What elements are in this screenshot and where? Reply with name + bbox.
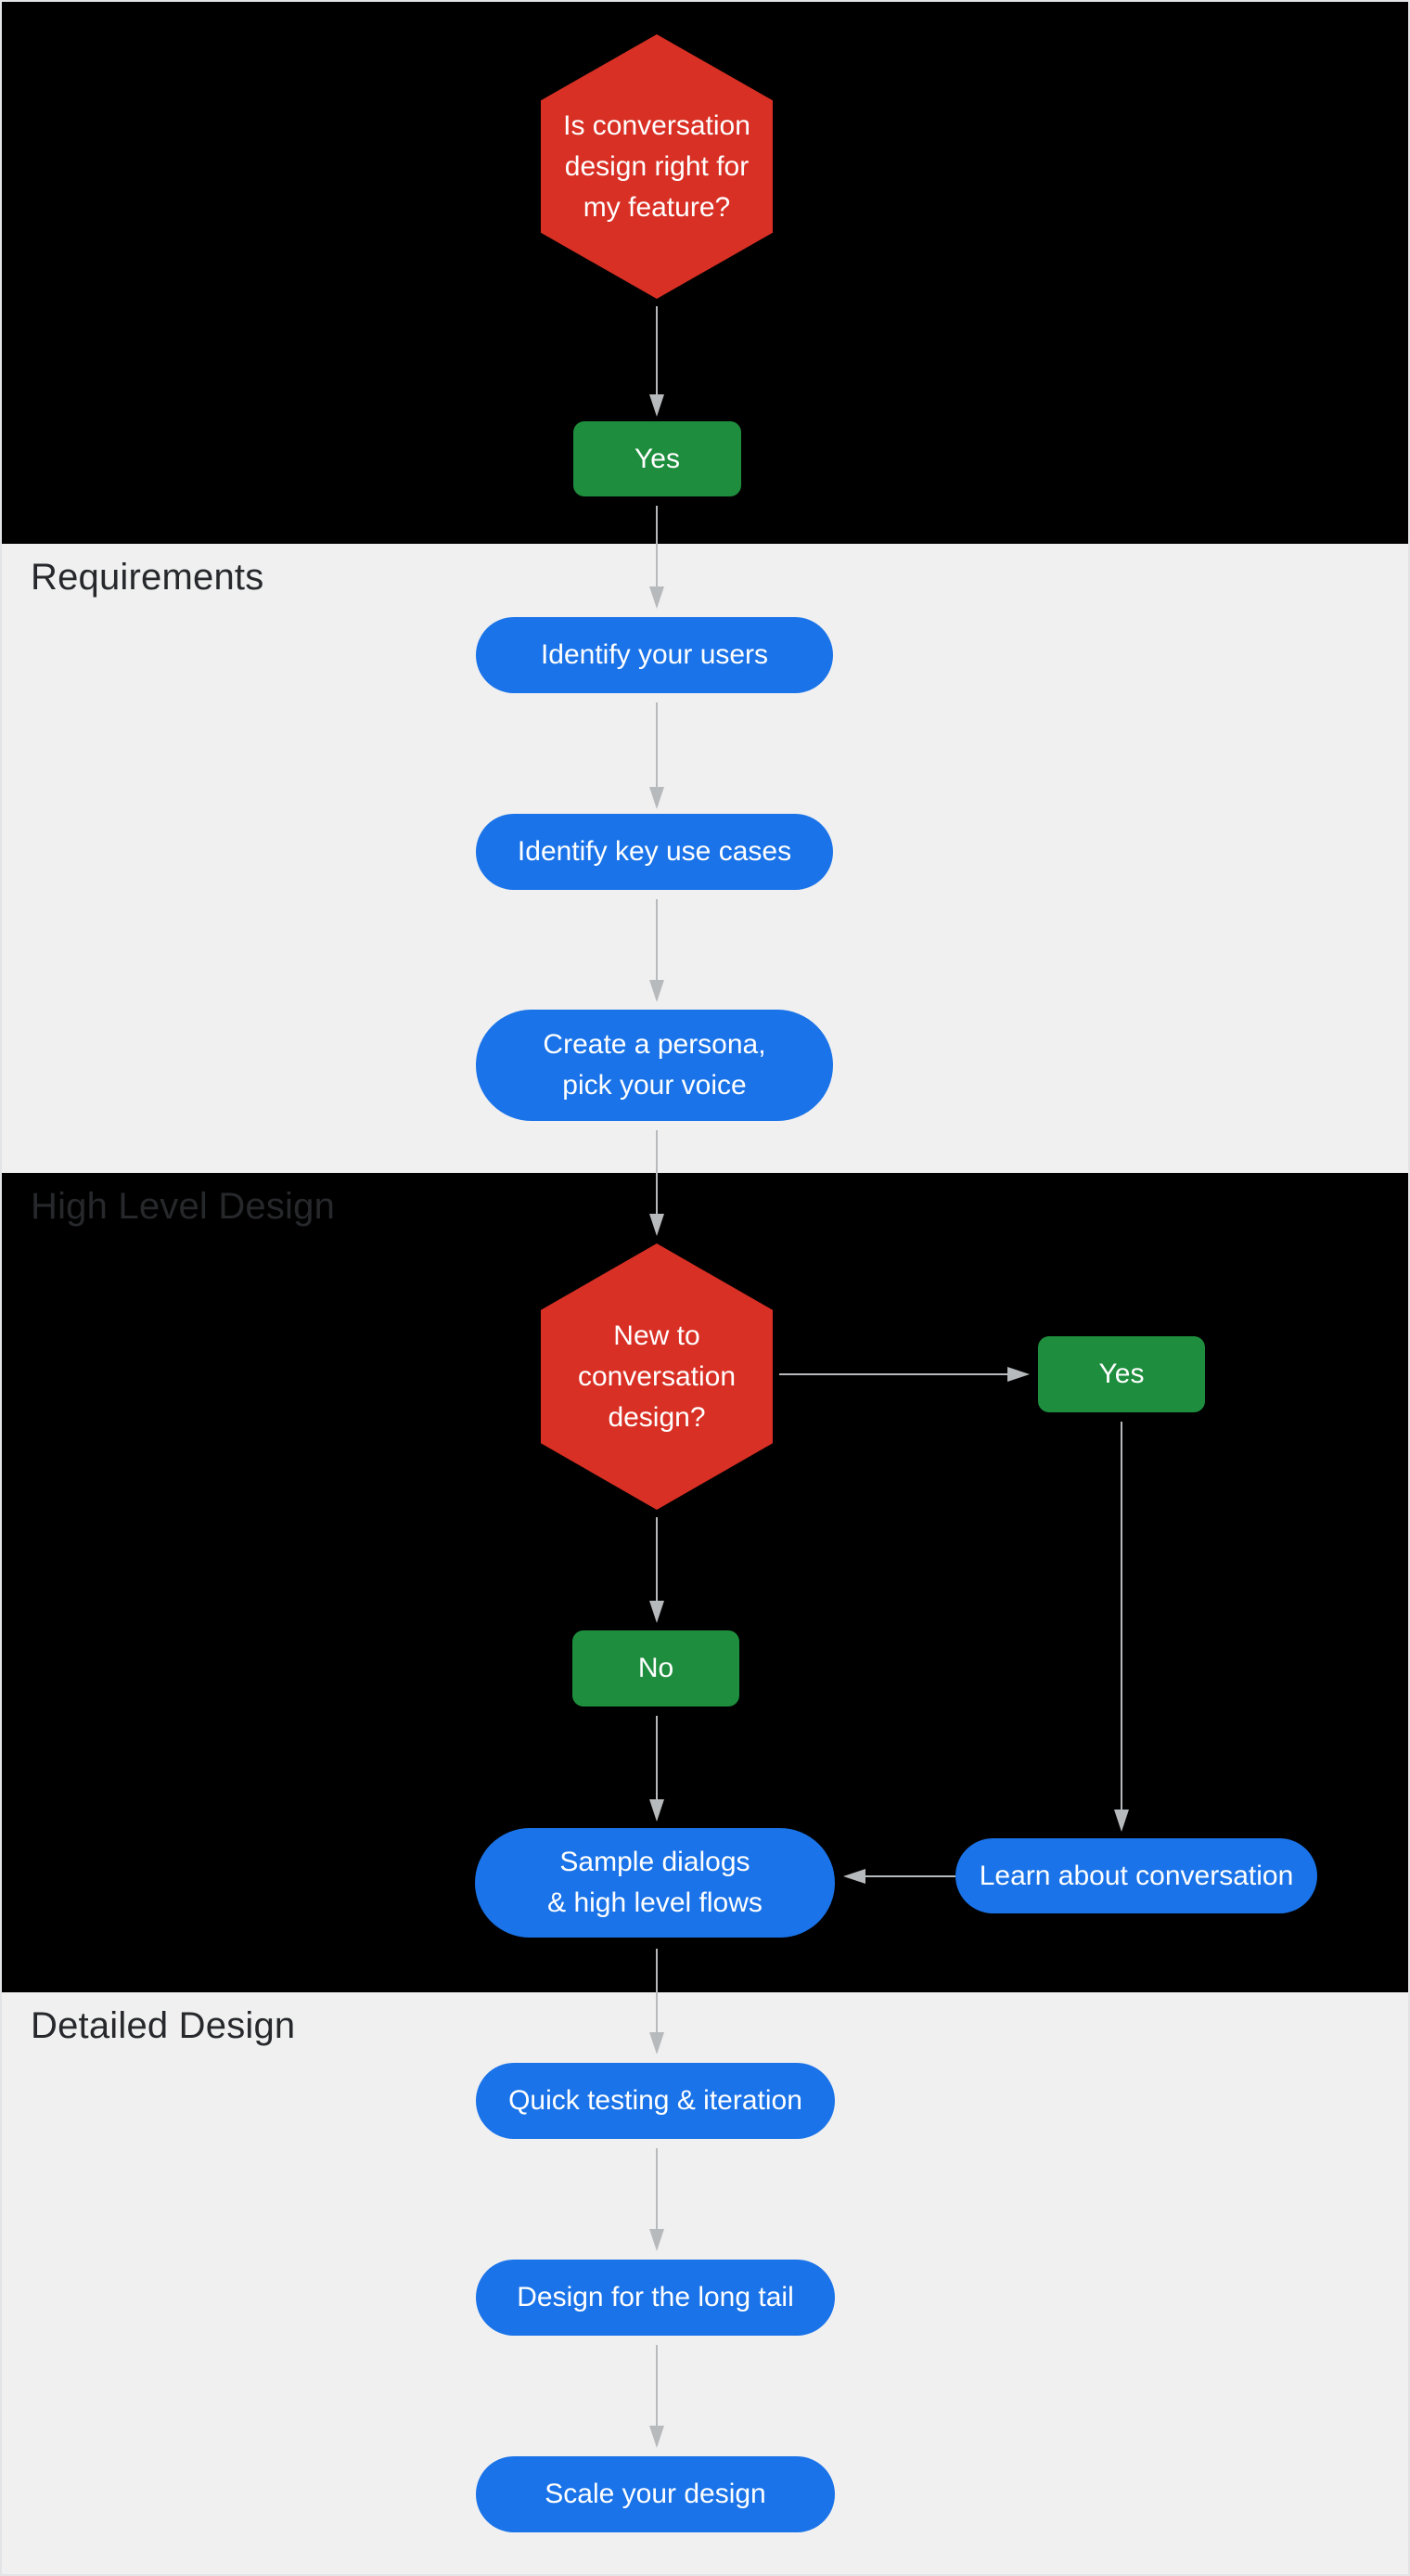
arrowhead-down-icon xyxy=(649,1601,664,1623)
connector-use-cases-to-persona xyxy=(656,899,658,981)
step-node-identify-users: Identify your users xyxy=(476,617,833,693)
step-node-identify-key-use-cases: Identify key use cases xyxy=(476,814,833,890)
arrowhead-down-icon xyxy=(649,394,664,417)
connector-no-to-sample-dialogs xyxy=(656,1716,658,1801)
arrowhead-down-icon xyxy=(649,980,664,1002)
answer-node-label: Yes xyxy=(1098,1359,1145,1389)
answer-node-label: Yes xyxy=(634,443,680,474)
arrowhead-left-icon xyxy=(843,1869,865,1884)
step-node-design-long-tail: Design for the long tail xyxy=(476,2260,835,2336)
connector-identify-users-to-use-cases xyxy=(656,702,658,788)
decision-node-label: New to conversation design? xyxy=(577,1320,737,1433)
connector-learn-to-sample-dialogs xyxy=(864,1875,955,1877)
answer-node-yes-feature: Yes xyxy=(573,421,741,496)
arrowhead-down-icon xyxy=(649,1799,664,1822)
connector-sample-dialogs-to-quick-testing xyxy=(656,1949,658,2033)
connector-long-tail-to-scale xyxy=(656,2345,658,2427)
connector-yes-to-learn xyxy=(1121,1422,1122,1810)
arrowhead-down-icon xyxy=(649,787,664,809)
arrowhead-right-icon xyxy=(1007,1367,1030,1382)
step-node-create-persona: Create a persona, pick your voice xyxy=(476,1010,833,1121)
connector-yes-to-identify-users xyxy=(656,506,658,587)
step-node-learn-about-conversation: Learn about conversation xyxy=(955,1838,1317,1913)
step-node-label: Learn about conversation xyxy=(979,1860,1294,1891)
decision-node-new-to-conversation-design: New to conversation design? xyxy=(541,1243,773,1510)
answer-node-yes-new: Yes xyxy=(1038,1336,1205,1412)
decision-node-conversation-design-fit: Is conversation design right for my feat… xyxy=(541,34,773,299)
answer-node-label: No xyxy=(637,1653,674,1683)
step-node-label: Identify key use cases xyxy=(517,836,792,867)
step-node-label: Scale your design xyxy=(545,2479,766,2509)
arrowhead-down-icon xyxy=(649,586,664,609)
connector-decision2-to-no xyxy=(656,1517,658,1603)
step-node-label: Sample dialogs & high level flows xyxy=(547,1847,763,1918)
step-node-quick-testing: Quick testing & iteration xyxy=(476,2063,835,2139)
step-node-label: Design for the long tail xyxy=(517,2282,794,2312)
arrowhead-down-icon xyxy=(649,1214,664,1236)
arrowhead-down-icon xyxy=(649,2032,664,2054)
connector-decision2-to-yes xyxy=(779,1373,1010,1375)
answer-node-no-new: No xyxy=(572,1630,739,1707)
step-node-label: Identify your users xyxy=(540,639,769,670)
connector-decision1-to-yes xyxy=(656,306,658,395)
connector-quick-testing-to-long-tail xyxy=(656,2148,658,2230)
connector-persona-to-decision2 xyxy=(656,1130,658,1215)
step-node-sample-dialogs: Sample dialogs & high level flows xyxy=(475,1828,835,1938)
section-label-requirements: Requirements xyxy=(31,557,264,598)
section-label-high-level-design: High Level Design xyxy=(31,1186,336,1227)
section-label-detailed-design: Detailed Design xyxy=(31,2005,296,2046)
decision-node-label: Is conversation design right for my feat… xyxy=(563,109,750,223)
step-node-scale-design: Scale your design xyxy=(476,2456,835,2532)
step-node-label: Create a persona, pick your voice xyxy=(543,1029,766,1101)
step-node-label: Quick testing & iteration xyxy=(508,2085,802,2116)
arrowhead-down-icon xyxy=(649,2229,664,2251)
arrowhead-down-icon xyxy=(1114,1810,1129,1832)
arrowhead-down-icon xyxy=(649,2426,664,2448)
